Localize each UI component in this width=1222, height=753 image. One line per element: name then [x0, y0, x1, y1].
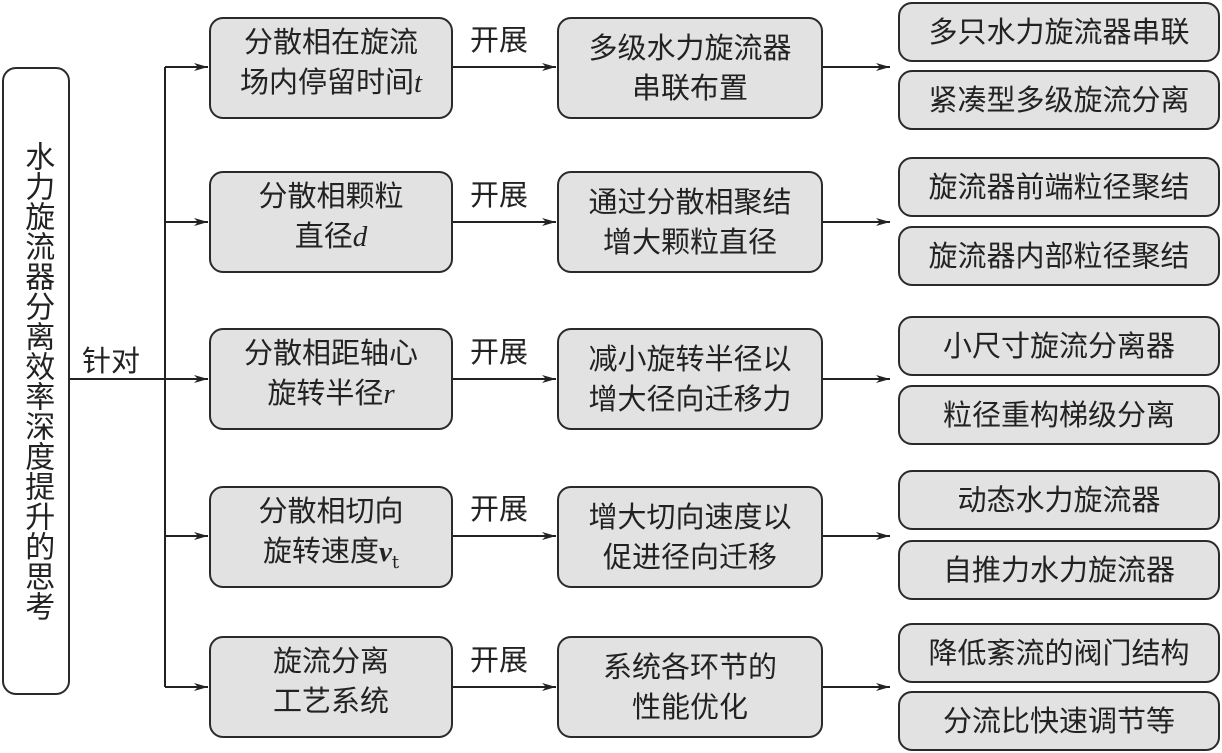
factor-line1: 分散相在旋流: [243, 25, 418, 60]
approach-line1: 减小旋转半径以: [588, 342, 792, 376]
factor-line2: 工艺系统: [272, 684, 389, 719]
approach-line1: 增大切向速度以: [588, 500, 792, 534]
approach-node: 增大切向速度以 促进径向迁移: [557, 486, 823, 588]
result-node: 紧凑型多级旋流分离: [898, 70, 1220, 130]
factor-line1: 分散相颗粒: [258, 179, 404, 214]
factor-node: 分散相距轴心 旋转半径r: [209, 328, 453, 430]
approach-node: 通过分散相聚结 增大颗粒直径: [557, 171, 823, 273]
result-node: 旋流器内部粒径聚结: [898, 226, 1220, 286]
result-node: 旋流器前端粒径聚结: [898, 157, 1220, 217]
factor-line2: 场内停留时间t: [239, 65, 423, 100]
edge-label: 开展: [470, 643, 529, 677]
factor-node: 分散相颗粒 直径d: [209, 171, 453, 273]
approach-line2: 增大颗粒直径: [602, 225, 777, 259]
factor-variable: v: [378, 536, 392, 569]
approach-line1: 系统各环节的: [602, 650, 777, 684]
edge-label: 开展: [470, 492, 529, 526]
factor-subscript: t: [391, 551, 400, 573]
factor-variable: d: [352, 221, 368, 254]
factor-line2: 旋转速度vt: [262, 534, 400, 573]
factor-line1: 分散相切向: [258, 494, 404, 529]
factor-line2: 旋转半径r: [267, 376, 395, 411]
approach-line1: 多级水力旋流器: [588, 31, 792, 65]
approach-node: 多级水力旋流器 串联布置: [557, 17, 823, 119]
root-node: 水力旋流器分离效率深度提升的思考: [2, 67, 70, 695]
approach-line1: 通过分散相聚结: [588, 185, 792, 219]
approach-line2: 性能优化: [631, 690, 748, 724]
factor-line1: 旋流分离: [272, 644, 389, 679]
factor-variable: r: [383, 378, 395, 411]
approach-line2: 增大径向迁移力: [588, 382, 792, 416]
edge-label: 开展: [470, 335, 529, 369]
result-node: 多只水力旋流器串联: [898, 2, 1220, 62]
factor-node: 分散相在旋流 场内停留时间t: [209, 17, 453, 119]
root-edge-label: 针对: [82, 344, 141, 378]
approach-line2: 促进径向迁移: [602, 540, 777, 574]
result-node: 自推力水力旋流器: [898, 540, 1220, 600]
approach-node: 减小旋转半径以 增大径向迁移力: [557, 328, 823, 430]
factor-variable: t: [413, 67, 423, 100]
approach-node: 系统各环节的 性能优化: [557, 636, 823, 738]
result-node: 动态水力旋流器: [898, 470, 1220, 530]
edge-label: 开展: [470, 178, 529, 212]
factor-node: 分散相切向 旋转速度vt: [209, 486, 453, 588]
edge-label: 开展: [470, 23, 529, 57]
factor-line2: 直径d: [294, 219, 368, 254]
result-node: 分流比快速调节等: [898, 691, 1220, 751]
result-node: 粒径重构梯级分离: [898, 385, 1220, 445]
approach-line2: 串联布置: [631, 71, 748, 105]
factor-line1: 分散相距轴心: [243, 336, 418, 371]
result-node: 降低紊流的阀门结构: [898, 623, 1220, 683]
result-node: 小尺寸旋流分离器: [898, 316, 1220, 376]
factor-node: 旋流分离 工艺系统: [209, 636, 453, 738]
